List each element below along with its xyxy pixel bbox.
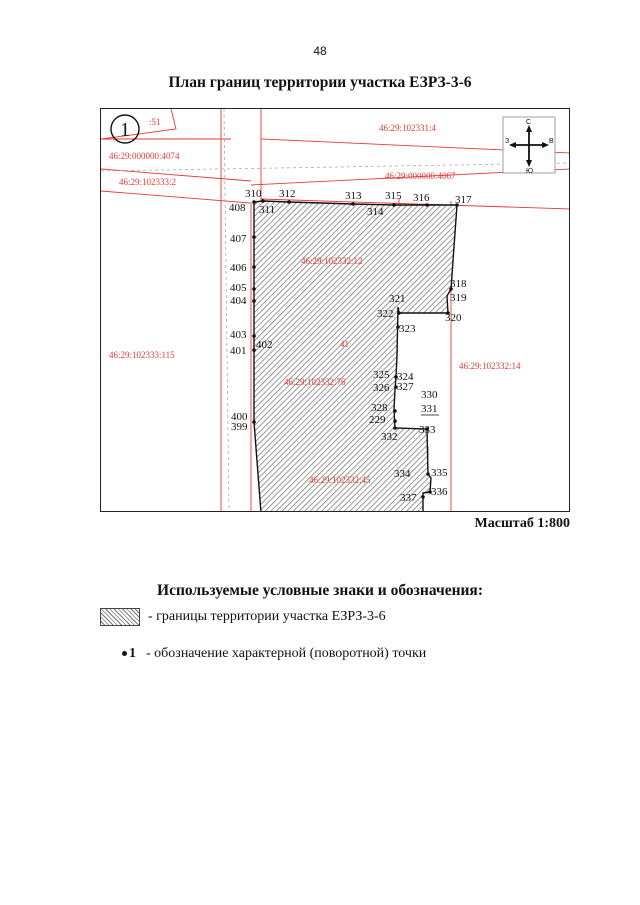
compass-north: С — [526, 119, 531, 126]
point-label: 330 — [421, 389, 438, 401]
point-label: 229 — [369, 414, 386, 426]
parcel-label: 46:29:000000:4074 — [109, 151, 180, 161]
point-label: 337 — [400, 492, 417, 504]
parcel-label: :51 — [149, 117, 161, 127]
parcel-label: 46:29:102331:4 — [379, 123, 437, 133]
point-label: 403 — [230, 329, 247, 341]
point-label: 402 — [256, 339, 273, 351]
legend-item-text: - границы территории участка ЕЗРЗ-3-6 — [148, 609, 386, 624]
parcel-label: 46:29:102333:115 — [109, 350, 175, 360]
point-label: 400 — [231, 411, 248, 423]
parcel-label: 46:29:102332:45 — [309, 475, 371, 485]
point-label: 311 — [259, 204, 275, 216]
point-label: 323 — [399, 323, 416, 335]
point-label: 313 — [345, 190, 362, 202]
parcel-label: 41 — [340, 339, 349, 349]
point-label: 405 — [230, 282, 247, 294]
point-label: 317 — [455, 194, 472, 206]
point-label: 326 — [373, 382, 390, 394]
point-label: 328 — [371, 402, 388, 414]
legend-item-text: - обозначение характерной (поворотной) т… — [146, 646, 427, 661]
scale-label: Масштаб 1:800 — [474, 516, 570, 531]
point-label: 401 — [230, 345, 247, 357]
point-label: 399 — [231, 421, 248, 433]
point-label: 404 — [230, 295, 247, 307]
parcel-label: 46:29:000000:4067 — [385, 171, 456, 181]
parcel-label: 46:29:102332:76 — [284, 377, 346, 387]
page-title: План границ территории участка ЕЗРЗ-3-6 — [168, 74, 472, 91]
point-label: 327 — [397, 381, 414, 393]
point-label: 321 — [389, 293, 406, 305]
point-label: 320 — [445, 312, 462, 324]
point-label: 336 — [431, 486, 448, 498]
boundary-points — [252, 199, 459, 499]
point-label: 319 — [450, 292, 467, 304]
point-label: 406 — [230, 262, 247, 274]
legend-item-point: 1 - обозначение характерной (поворотной)… — [100, 646, 426, 662]
point-label: 407 — [230, 233, 247, 245]
hatch-swatch-icon — [100, 608, 140, 626]
point-label: 312 — [279, 188, 296, 200]
territory-boundary — [253, 200, 458, 511]
dashed-gray-lines — [101, 109, 569, 511]
point-marker-icon: 1 — [114, 646, 136, 662]
compass-east: В — [549, 138, 554, 145]
point-label: 315 — [385, 190, 402, 202]
point-label: 333 — [419, 424, 436, 436]
point-label: 310 — [245, 188, 262, 200]
compass-rose: С Ю З В — [502, 116, 556, 175]
parcel-label: 46:29:102332:12 — [301, 256, 363, 266]
point-label: 314 — [367, 206, 384, 218]
point-label: 316 — [413, 192, 430, 204]
point-label: 322 — [377, 308, 394, 320]
point-label: 408 — [229, 202, 246, 214]
map-drawing: 1 :51 46:29:000000:4074 46:29:102333:2 4… — [101, 109, 569, 511]
sheet-number: 1 — [120, 119, 130, 141]
point-label: 325 — [373, 369, 390, 381]
boundary-plan-map: 1 :51 46:29:000000:4074 46:29:102333:2 4… — [100, 108, 570, 512]
sheet-number-circle — [110, 114, 140, 144]
compass-west: З — [505, 138, 509, 145]
point-label: 332 — [381, 431, 398, 443]
parcel-label: 46:29:102332:14 — [459, 361, 521, 371]
point-label: 318 — [450, 278, 467, 290]
compass-south: Ю — [526, 168, 533, 175]
legend-item-boundary: - границы территории участка ЕЗРЗ-3-6 — [100, 608, 386, 626]
point-label: 335 — [431, 467, 448, 479]
parcel-label: 46:29:102333:2 — [119, 177, 176, 187]
page-number: 48 — [313, 44, 327, 58]
legend-title: Используемые условные знаки и обозначени… — [157, 582, 483, 599]
point-label: 324 — [397, 371, 414, 383]
point-label: 334 — [394, 468, 411, 480]
point-label: 331 — [421, 403, 438, 415]
